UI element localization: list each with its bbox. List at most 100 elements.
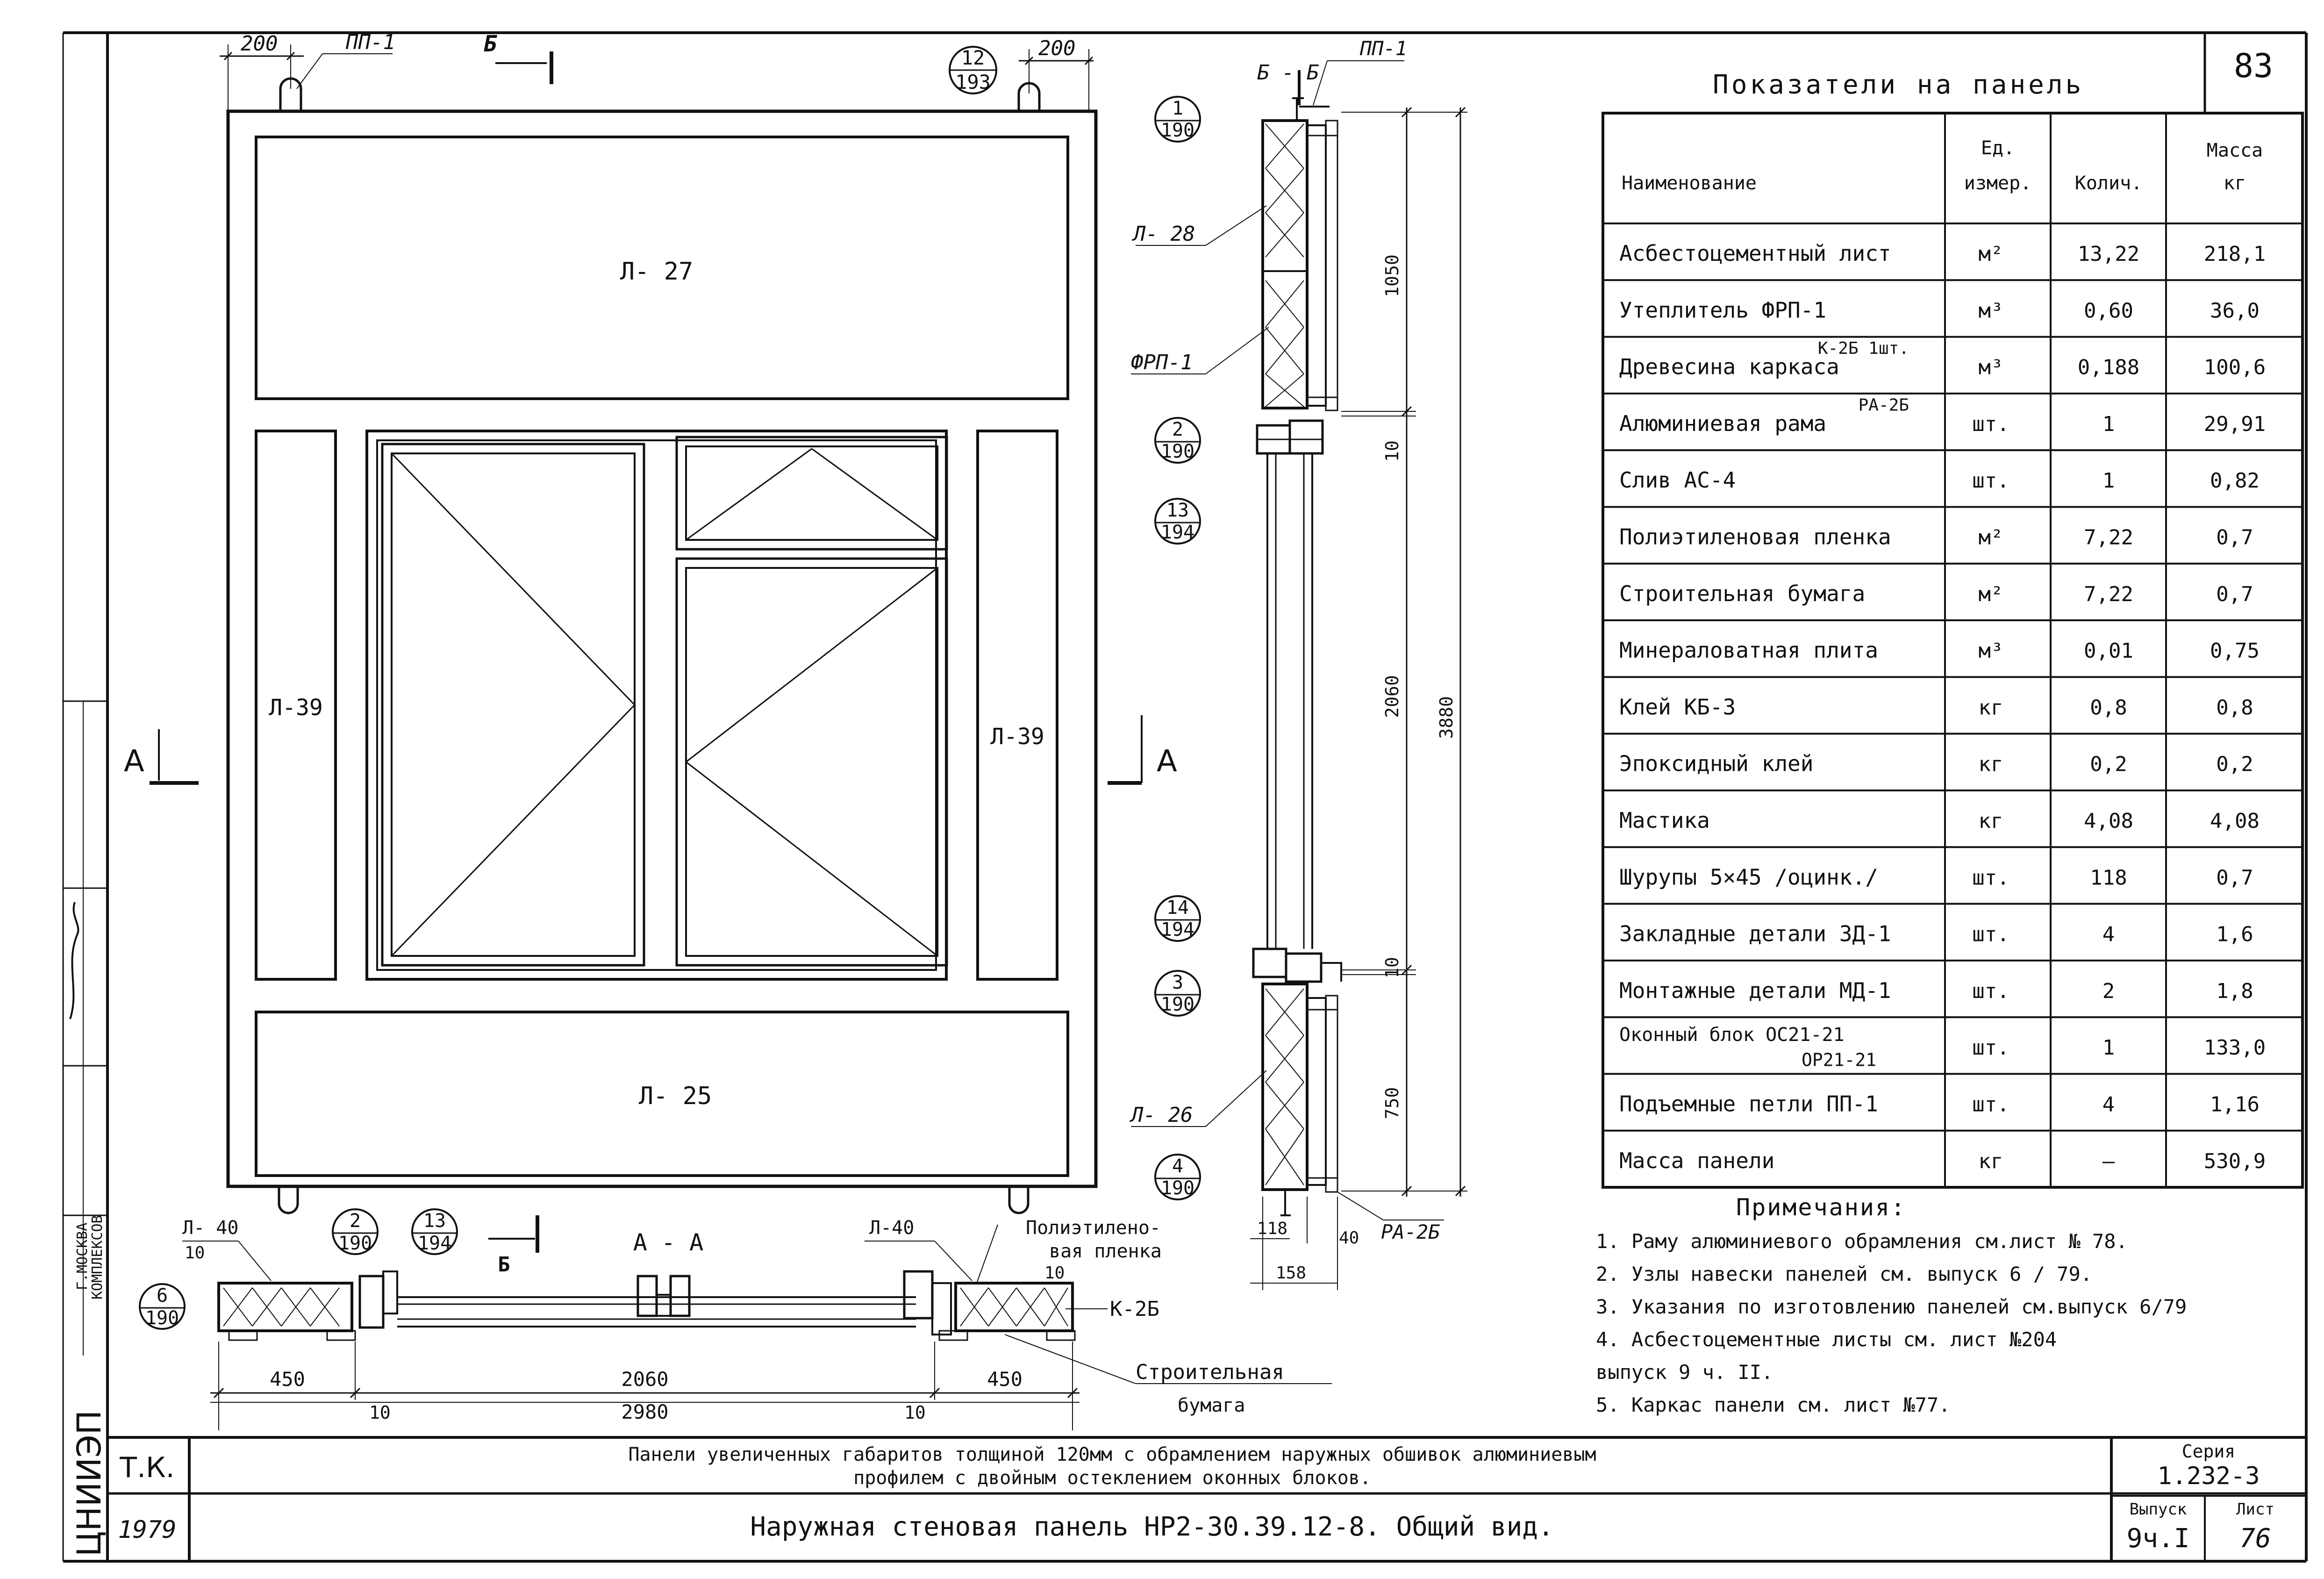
dim-aa-450-right: 450 [987,1368,1023,1391]
table-cell-mass: 0,7 [2216,866,2253,890]
table-cell-mass: 1,8 [2216,979,2253,1003]
dim-2060: 2060 [1382,675,1402,718]
sheet-corner-number: 83 [2234,47,2273,85]
table-cell-mass: 100,6 [2204,356,2266,380]
table-cell-name-2: ОР21-21 [1802,1049,1876,1070]
title-block-desc-1: Панели увеличенных габаритов толщиной 12… [628,1444,1596,1465]
table-cell-name: Утеплитель ФРП-1 [1619,297,1826,323]
dim-aa-10-right: 10 [904,1402,926,1423]
sheet-label: Лист [2236,1500,2274,1519]
table-cell-qty: 7,22 [2084,582,2133,606]
table-cell-qty: 7,22 [2084,526,2133,550]
note-5: 5. Каркас панели см. лист №77. [1596,1393,1951,1416]
table-cell-mass: 36,0 [2210,299,2260,323]
section-bb-loop-label: ПП-1 [1359,37,1407,60]
front-elevation [150,44,1143,1214]
table-cell-unit: шт. [1972,1092,2009,1116]
table-cell-unit: кг [1979,809,2003,833]
dim-3880: 3880 [1436,696,1457,739]
table-cell-qty: 0,01 [2084,639,2133,663]
section-bb [1131,60,1467,1290]
table-cell-qty: 4 [2102,923,2115,947]
table-cell-qty: 2 [2102,979,2115,1003]
note-1: 1. Раму алюминиевого обрамления см.лист … [1596,1230,2128,1253]
loop-label-pp1: ПП-1 [345,30,395,54]
label-l40-left: Л- 40 [182,1217,238,1239]
series-value: 1.232-3 [2157,1462,2260,1490]
title-block-year: 1979 [118,1516,176,1544]
table-cell-mass: 1,16 [2210,1092,2260,1116]
table-cell-unit: шт. [1972,412,2009,436]
table-cell-unit: кг [1979,1149,2003,1173]
callout-4-top: 4 [1172,1156,1183,1177]
table-cell-mass: 218,1 [2204,242,2266,266]
table-cell-name: Оконный блок ОС21-21 [1619,1024,1845,1046]
dim-aa-450-left: 450 [270,1368,305,1391]
table-cell-mass: 133,0 [2204,1036,2266,1060]
table-cell-unit: кг [1979,753,2003,776]
label-ra2b: РА-2Б [1381,1220,1440,1243]
section-aa-mark-b: Б [498,1253,510,1277]
panel-label-l39-right: Л-39 [990,724,1044,750]
table-cell-name: Древесина каркаса [1619,354,1839,380]
label-paper-2: бумага [1178,1395,1245,1416]
callout-2-aa-top: 2 [350,1210,361,1232]
label-film-1: Полиэтилено- [1026,1217,1161,1239]
section-aa-title: А - А [633,1229,704,1256]
table-cell-unit: шт. [1972,1036,2009,1060]
label-paper-1: Строительная [1136,1360,1284,1384]
table-cell-name: Монтажные детали МД-1 [1619,978,1891,1003]
table-header-mass-2: кг [2224,172,2246,194]
table-cell-qty: 13,22 [2078,242,2139,266]
section-mark-a-left: А [124,744,144,779]
dim-aa-10-left: 10 [369,1402,391,1423]
panel-label-l39-left: Л-39 [269,695,323,721]
table-cell-qty: 0,2 [2090,753,2127,776]
table-cell-mass: 29,91 [2204,412,2266,436]
callout-2-bottom: 190 [1161,441,1194,462]
table-cell-name: Закладные детали ЗД-1 [1619,921,1891,947]
dim-aa-2980: 2980 [621,1400,668,1423]
callout-1-top: 1 [1172,98,1183,119]
title-block [107,1436,2306,1561]
table-cell-qty: 1 [2102,1036,2115,1060]
callout-14-top: 14 [1166,897,1189,919]
table-cell-unit: м³ [1979,356,2003,380]
callout-1-bottom: 190 [1161,120,1194,141]
table-cell-unit: кг [1979,696,2003,719]
table-cell-name: Шурупы 5×45 /оцинк./ [1619,864,1878,890]
table-cell-name: Мастика [1619,808,1710,833]
dim-right-200: 200 [1038,36,1075,60]
callout-13-top: 13 [1166,500,1189,521]
table-cell-qty: 118 [2090,866,2127,890]
label-film-2: вая пленка [1049,1241,1162,1262]
table-header-mass-1: Масса [2207,140,2263,161]
label-l40-right: Л-40 [869,1217,914,1239]
title-block-desc-2: профилем с двойным остеклением оконных б… [853,1467,1371,1489]
table-cell-name: Асбестоцементный лист [1619,241,1891,266]
table-cell-name: Строительная бумага [1619,581,1865,606]
table-cell-name: Эпоксидный клей [1619,751,1813,776]
note-4: 4. Асбестоцементные листы см. лист №204 [1596,1328,2057,1351]
callout-12-top: 12 [961,46,985,69]
dim-10-upper: 10 [1382,440,1402,462]
table-header-unit-2: измер. [1964,172,2032,194]
side-stamp-org-2: Г.МОСКВА [74,1223,91,1291]
series-label: Серия [2182,1441,2235,1462]
callout-14-bottom: 194 [1161,919,1194,940]
table-cell-mass: 0,8 [2216,696,2253,719]
section-bb-title: Б - Б [1257,61,1319,85]
callout-13-aa-bottom: 194 [418,1233,451,1254]
callout-6-bottom: 190 [145,1307,179,1329]
label-10-right: 10 [1044,1263,1065,1283]
side-stamp [63,700,107,1356]
callout-2-top: 2 [1172,419,1183,440]
issue-label: Выпуск [2130,1500,2187,1519]
panel-label-l27: Л- 27 [620,258,694,286]
label-k26: К-2Б [1110,1297,1159,1321]
section-mark-b: Б [484,31,497,57]
callout-13-aa-top: 13 [423,1210,446,1232]
dim-158: 158 [1276,1263,1306,1283]
table-cell-name: Алюминиевая рама [1619,411,1826,436]
